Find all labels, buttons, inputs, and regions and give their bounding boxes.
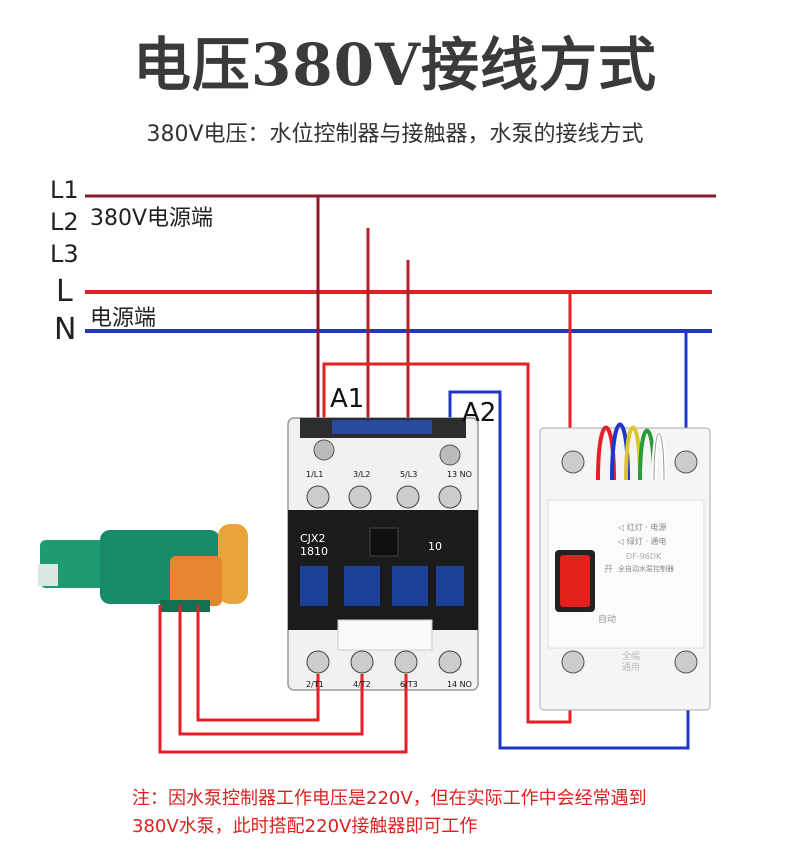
controller-out-live-screw xyxy=(561,650,585,674)
line-label-l2: L2 xyxy=(50,208,79,236)
contactor-bottom-terminal-labels: 2/T1 4/T2 6/T3 14 NO xyxy=(306,680,472,689)
controller-hand-label: 开 xyxy=(604,565,614,575)
terminal-label: 6/T3 xyxy=(399,680,418,689)
line-label-n: N xyxy=(54,312,77,347)
controller-auto-label: 自动 xyxy=(598,615,617,625)
contactor-coil-label xyxy=(332,420,432,434)
contactor-aux-text: 10 xyxy=(428,540,442,553)
pump-junction-box xyxy=(170,556,222,606)
terminal-label: 3/L2 xyxy=(352,470,371,479)
controller-legend-red: ◁ 红灯 · 电源 xyxy=(618,523,667,532)
three-phase-source-label: 380V电源端 xyxy=(90,206,214,231)
terminal-label: 14 NO xyxy=(446,680,472,689)
controller-model: DF-96DK xyxy=(626,552,662,561)
terminal-l2-screw xyxy=(348,485,372,509)
terminal-label: 13 NO xyxy=(446,470,472,479)
terminal-t1-screw xyxy=(306,650,330,674)
pump-outlet xyxy=(38,564,58,586)
sensor-wire-white-outline xyxy=(653,433,665,481)
controller-subtitle: 全自动水泵控制器 xyxy=(618,565,674,573)
contactor xyxy=(287,417,479,691)
terminal-14no-screw xyxy=(438,650,462,674)
coil-label-a2: A2 xyxy=(462,398,497,428)
controller-live-screw xyxy=(561,450,585,474)
water-pump xyxy=(38,524,248,612)
contactor-window-1 xyxy=(300,566,328,606)
terminal-a1-screw xyxy=(313,439,335,461)
terminal-label: 2/T1 xyxy=(306,680,324,689)
contactor-label-plate xyxy=(337,619,433,651)
terminal-label: 1/L1 xyxy=(306,470,324,479)
contactor-center-slot xyxy=(369,527,399,557)
contactor-window-3 xyxy=(392,566,428,606)
controller-legend-green: ◁ 绿灯 · 通电 xyxy=(618,537,667,546)
terminal-l1-screw xyxy=(306,485,330,509)
pump-end-cap xyxy=(218,524,248,604)
terminal-a2-screw xyxy=(439,444,461,466)
terminal-t2-screw xyxy=(350,650,374,674)
water-level-controller xyxy=(539,422,711,711)
page-subtitle: 380V电压：水位控制器与接触器，水泵的接线方式 xyxy=(146,122,644,147)
controller-rocker-switch xyxy=(560,555,590,607)
single-phase-source-label: 电源端 xyxy=(90,306,157,331)
terminal-l3-screw xyxy=(396,485,420,509)
a2-coil-wire xyxy=(448,390,690,750)
line-label-l: L xyxy=(56,274,73,309)
terminal-label: 4/T2 xyxy=(352,680,371,689)
a1-coil-wire xyxy=(322,362,572,724)
terminal-t3-screw xyxy=(394,650,418,674)
pump-wire-t1 xyxy=(196,605,320,722)
note-line-1: 注：因水泵控制器工作电压是220V，但在实际工作中会经常遇到 xyxy=(132,788,647,809)
line-label-l3: L3 xyxy=(50,240,79,268)
terminal-13no-screw xyxy=(438,485,462,509)
terminal-label: 5/L3 xyxy=(399,470,418,479)
contactor-top-terminal-labels: 1/L1 3/L2 5/L3 13 NO xyxy=(306,470,472,479)
page-title: 电压380V接线方式 xyxy=(132,31,658,99)
controller-neutral-screw xyxy=(674,450,698,474)
pump-wire-t2 xyxy=(178,605,364,736)
contactor-window-4 xyxy=(436,566,464,606)
controller-bottom-text: 全幅 通用 xyxy=(622,652,641,673)
controller-out-neutral-screw xyxy=(674,650,698,674)
note-line-2: 380V水泵，此时搭配220V接触器即可工作 xyxy=(132,816,478,837)
line-label-l1: L1 xyxy=(50,176,79,204)
coil-label-a1: A1 xyxy=(330,384,365,414)
pump-wire-t3 xyxy=(158,605,408,754)
contactor-window-2 xyxy=(344,566,380,606)
contactor-model-text: CJX2 1810 xyxy=(300,532,328,558)
pump-base xyxy=(160,600,210,612)
